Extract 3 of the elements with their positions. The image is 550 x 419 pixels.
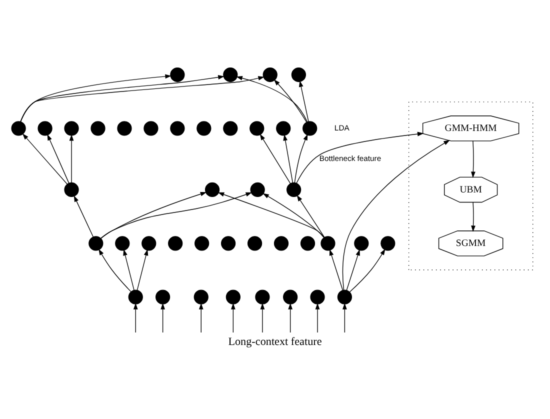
caption: Long-context feature xyxy=(228,336,322,348)
label: LDA xyxy=(334,123,350,132)
edge-label: Bottleneck feature xyxy=(319,154,382,164)
